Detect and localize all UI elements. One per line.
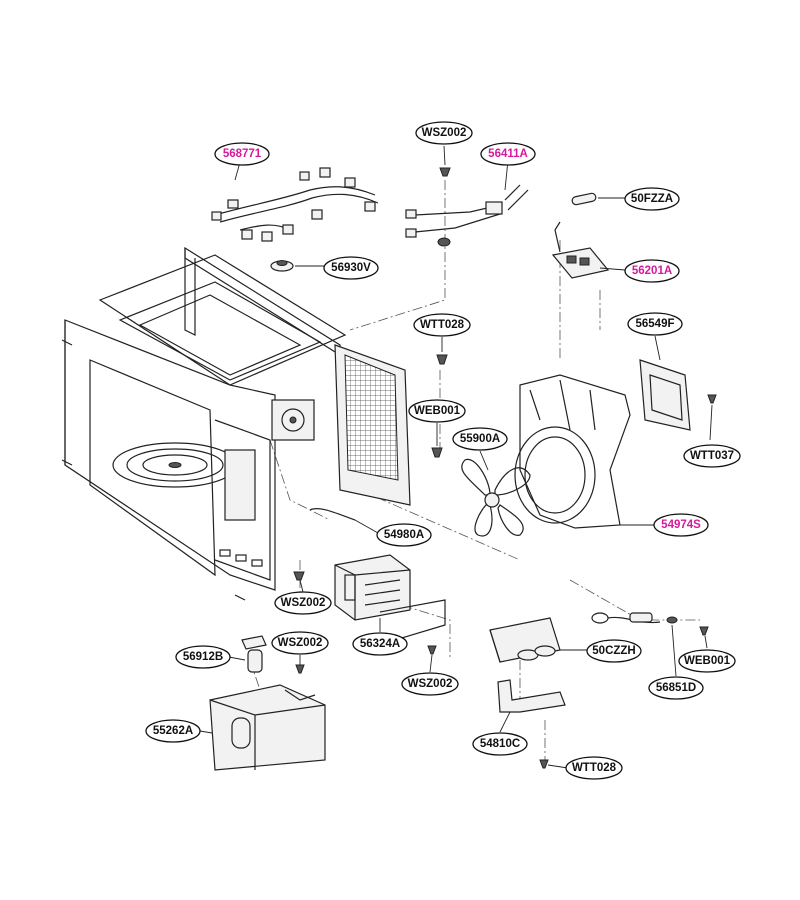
callout-label: WSZ002 <box>422 127 467 139</box>
callout-label: 56201A <box>632 265 672 277</box>
callout-50czzh: 50CZZH <box>586 639 642 663</box>
callout-wtt028-bottom: WTT028 <box>565 756 623 780</box>
callout-label: WEB001 <box>414 405 461 417</box>
callout-55900a: 55900A <box>452 427 508 451</box>
callout-568771: 568771 <box>214 142 270 166</box>
callout-56912b: 56912B <box>175 645 231 669</box>
callout-label: WSZ002 <box>408 678 453 690</box>
wire-harness-part <box>211 167 379 242</box>
callout-label: 56324A <box>360 638 400 650</box>
callout-54810c: 54810C <box>472 732 528 756</box>
callout-web001-right: WEB001 <box>678 649 736 673</box>
callout-label: 55262A <box>153 725 193 737</box>
callout-56851d: 56851D <box>648 676 704 700</box>
callout-label: 54974S <box>661 519 701 531</box>
leader-lines <box>199 145 713 769</box>
callout-label: 568771 <box>223 148 262 160</box>
callout-54974s: 54974S <box>653 513 709 537</box>
callout-label: WEB001 <box>684 655 731 667</box>
callout-56411a: 56411A <box>480 142 536 166</box>
callout-web001-mid: WEB001 <box>408 399 466 423</box>
oven-cavity-chassis <box>61 246 411 601</box>
callout-wsz002-top: WSZ002 <box>415 121 473 145</box>
callout-label: 56549F <box>635 318 674 330</box>
callout-55262a: 55262A <box>145 719 201 743</box>
callout-label: WTT037 <box>690 450 734 462</box>
motor-part <box>241 635 267 673</box>
callout-label: WTT028 <box>572 762 617 774</box>
noise-filter-board-part <box>551 221 610 279</box>
callout-56549f: 56549F <box>627 312 683 336</box>
callout-56930v: 56930V <box>323 256 379 280</box>
callout-label: 50FZZA <box>631 193 673 205</box>
callout-label: 56851D <box>656 682 696 694</box>
screw-parts <box>293 167 717 769</box>
callout-wsz002-left: WSZ002 <box>274 591 332 615</box>
callout-label: 56930V <box>331 262 371 274</box>
transformer-part <box>334 554 446 641</box>
capacitor-bracket-part <box>497 679 566 713</box>
callout-56324a: 56324A <box>352 632 408 656</box>
fan-blade-part <box>461 458 531 537</box>
fuse-part <box>571 192 597 206</box>
callout-54980a: 54980A <box>376 523 432 547</box>
callout-label: 54980A <box>384 529 424 541</box>
callout-56201a: 56201A <box>624 259 680 283</box>
callout-label: WTT028 <box>420 319 465 331</box>
capacitor-part <box>489 617 561 663</box>
callout-label: WSZ002 <box>278 637 323 649</box>
thermal-fuse-wire-part <box>405 184 529 247</box>
wire-part <box>309 508 356 521</box>
callout-wtt028-top: WTT028 <box>413 313 471 337</box>
callout-label: 56411A <box>488 148 528 160</box>
callout-label: 50CZZH <box>592 645 635 657</box>
base-bracket-part <box>209 684 326 771</box>
diode-part <box>591 612 678 624</box>
thermostat-part <box>270 260 294 272</box>
fan-duct-part <box>514 359 691 529</box>
callout-label: 55900A <box>460 433 500 445</box>
callout-wsz002-right: WSZ002 <box>401 672 459 696</box>
callout-label: 56912B <box>183 651 223 663</box>
callout-label: 54810C <box>480 738 520 750</box>
callout-50fzza: 50FZZA <box>624 187 680 211</box>
callout-label: WSZ002 <box>281 597 326 609</box>
callout-wsz002-bottom: WSZ002 <box>271 631 329 655</box>
callout-wtt037: WTT037 <box>683 444 741 468</box>
